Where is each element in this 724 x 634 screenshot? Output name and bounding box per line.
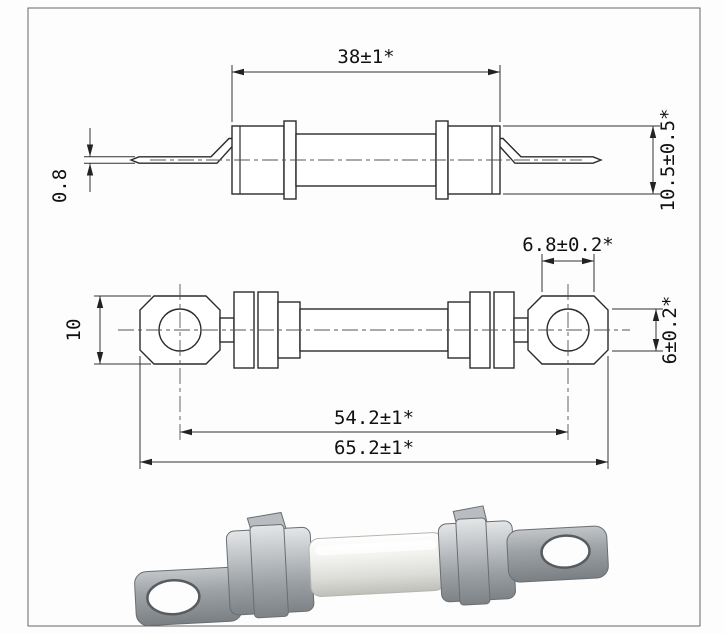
dim-label-lead-thickness: 0.8 bbox=[49, 169, 71, 203]
render-hole-left bbox=[146, 578, 201, 616]
dim-label-tube-diameter: 6±0.2* bbox=[659, 296, 681, 365]
dim-label-terminal-flat: 6.8±0.2* bbox=[522, 234, 614, 256]
dim-label-cap-diameter: 10.5±0.5* bbox=[657, 109, 679, 212]
render-3d bbox=[134, 505, 609, 627]
dim-label-overall-length: 65.2±1* bbox=[334, 437, 414, 459]
top-view: 38±1* 10.5±0.5* 0.8 bbox=[49, 46, 679, 211]
render-clamp-band-left bbox=[249, 524, 289, 619]
render-tube-highlight bbox=[315, 539, 437, 556]
render-hole-right bbox=[540, 534, 591, 569]
dim-label-terminal-height: 10 bbox=[63, 319, 85, 342]
lead-right bbox=[497, 137, 603, 164]
dim-label-length: 38±1* bbox=[337, 46, 394, 68]
render-clamp-band-right bbox=[455, 517, 491, 606]
lead-left bbox=[129, 137, 235, 164]
sheet-border bbox=[27, 7, 701, 627]
dim-label-hole-pitch: 54.2±1* bbox=[334, 407, 414, 429]
front-view: 6.8±0.2* 10 6±0.2* 54.2±1* 65.2±1* bbox=[63, 234, 681, 469]
